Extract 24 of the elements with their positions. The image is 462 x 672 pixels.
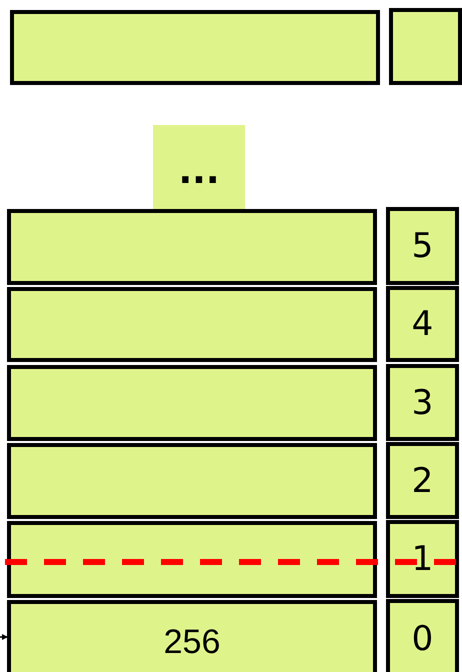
index-cell [386,286,459,362]
index-cell [386,599,459,672]
memory-cell [7,209,377,285]
memory-cell [7,287,377,362]
index-number: 0 [412,622,434,656]
index-number: 5 [412,229,434,263]
cell-value: 256 [164,625,220,659]
index-cell [386,207,459,285]
index-number: 4 [412,307,434,341]
memory-cell [7,521,377,598]
memory-cell [7,365,377,441]
index-cell [386,442,459,519]
memory-cell [7,443,377,519]
ellipsis-text: ... [178,154,220,190]
memory-cell [7,600,377,672]
index-cell [386,520,459,598]
memory-cell [10,10,380,85]
index-number: 1 [412,542,434,576]
index-cell [389,8,462,85]
index-number: 3 [412,386,434,420]
ellipsis-panel [153,125,245,209]
arrow [0,634,8,640]
index-cell [386,364,459,441]
index-number: 2 [412,464,434,498]
